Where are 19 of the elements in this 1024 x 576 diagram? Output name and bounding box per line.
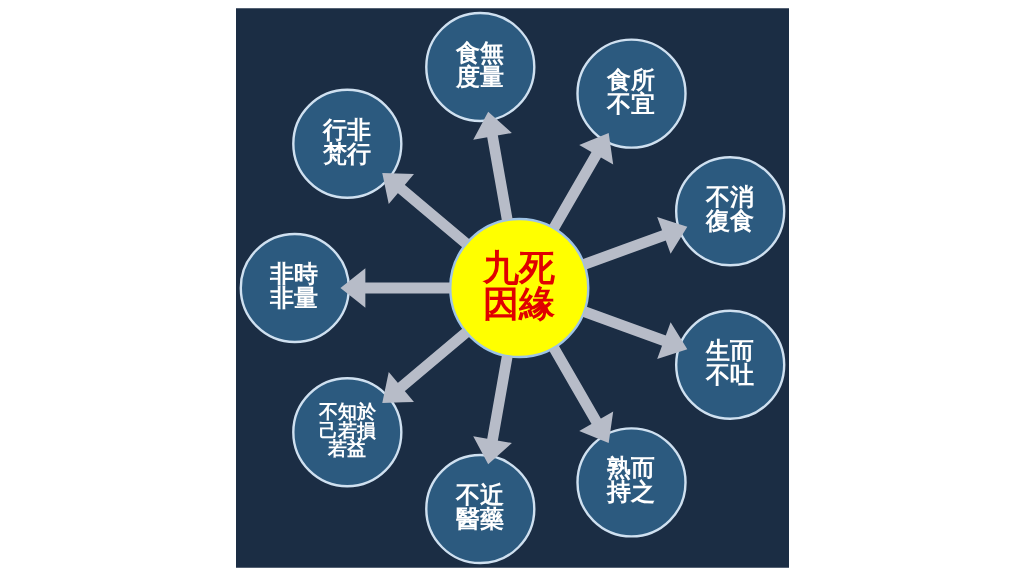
arrow bbox=[472, 355, 513, 465]
arrow bbox=[548, 133, 613, 231]
arrow bbox=[472, 111, 513, 221]
node-circle: 生而不吐 bbox=[674, 309, 785, 420]
node-circle: 熟而持之 bbox=[575, 427, 687, 538]
node-circle: 不近醫藥 bbox=[424, 453, 535, 565]
node-circle: 不消復食 bbox=[674, 156, 785, 267]
node-circle: 不知於己若損若益 bbox=[291, 377, 402, 488]
node-circle: 九死因緣 bbox=[448, 217, 589, 359]
node-circle: 食所不宜 bbox=[575, 38, 687, 149]
arrow bbox=[581, 306, 687, 360]
node-circle: 行非梵行 bbox=[291, 88, 402, 199]
arrow bbox=[581, 216, 687, 270]
arrow bbox=[339, 268, 450, 308]
arrow bbox=[381, 328, 470, 403]
node-circle: 非時非量 bbox=[239, 232, 350, 344]
node-circle: 食無度量 bbox=[424, 11, 535, 123]
arrow bbox=[548, 345, 613, 443]
arrow bbox=[381, 173, 470, 248]
